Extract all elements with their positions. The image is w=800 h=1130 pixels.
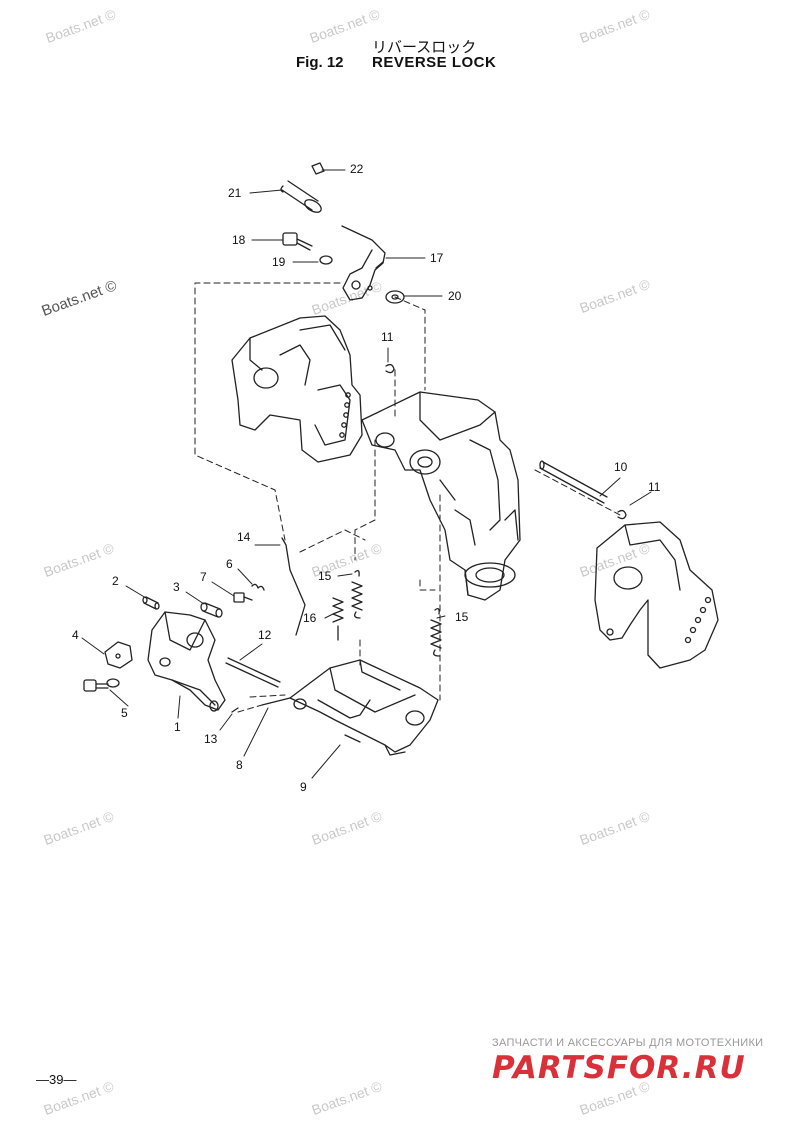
part-13-pin: [231, 707, 239, 713]
callout-10: 10: [614, 460, 628, 474]
callout-18: 18: [232, 233, 246, 247]
callout-7: 7: [200, 570, 207, 584]
callout-20: 20: [448, 289, 462, 303]
callout-4: 4: [72, 628, 79, 642]
part-3-collar: [200, 602, 223, 618]
callout-16: 16: [303, 611, 317, 625]
page-number: —39—: [36, 1072, 77, 1087]
part-12-shaft: [225, 657, 281, 688]
callout-22: 22: [350, 162, 364, 176]
clamp-bracket-left: [231, 315, 363, 463]
swivel-bracket: [361, 391, 521, 601]
callout-3: 3: [173, 580, 180, 594]
callout-5: 5: [121, 706, 128, 720]
part-5-bolt: [83, 678, 120, 692]
part-15-spring-upper: [351, 570, 363, 619]
part-15-spring-lower: [430, 608, 442, 657]
callout-leaders: [81, 169, 652, 779]
part-18-bolt: [282, 232, 313, 251]
part-4-plate: [104, 641, 133, 669]
part-10-bolt: [539, 460, 608, 504]
callout-15-upper: 15: [318, 569, 332, 583]
callout-13: 13: [204, 732, 218, 746]
part-16-spring: [332, 597, 344, 641]
figure-number: Fig. 12: [296, 54, 344, 71]
callout-15-lower: 15: [455, 610, 469, 624]
part-2-pin: [142, 596, 160, 610]
figure-title: REVERSE LOCK: [372, 54, 497, 71]
callout-21: 21: [228, 186, 242, 200]
part-11-clip: [385, 363, 395, 374]
callout-12: 12: [258, 628, 272, 642]
part-9-lock-frame: [289, 659, 439, 756]
part-20-washer: [385, 290, 405, 304]
callout-2: 2: [112, 574, 119, 588]
figure-title-japanese: リバースロック: [372, 38, 477, 56]
callout-6: 6: [226, 557, 233, 571]
part-19-washer: [319, 255, 333, 265]
callout-19: 19: [272, 255, 286, 269]
part-22-pin: [311, 162, 325, 175]
callout-17: 17: [430, 251, 444, 265]
callout-14: 14: [237, 530, 251, 544]
part-1-bracket: [147, 611, 226, 712]
part-11-clip-right: [617, 509, 627, 520]
part-7-bolt: [233, 592, 253, 603]
brand-logo-text: PARTSFOR.RU: [492, 1050, 746, 1086]
callout-11-right: 11: [648, 480, 661, 494]
part-6-spring: [251, 583, 265, 591]
callout-9: 9: [300, 780, 307, 794]
part-17-lever: [341, 225, 386, 301]
part-8-rod: [261, 697, 291, 706]
brand-subtitle: ЗАПЧАСТИ И АКСЕССУАРЫ ДЛЯ МОТОТЕХНИКИ: [492, 1037, 764, 1049]
part-21-grip: [280, 180, 322, 213]
part-14-rod: [281, 537, 306, 636]
callout-11-upper: 11: [381, 330, 394, 344]
assembly-guide-lines: [194, 282, 621, 713]
callout-8: 8: [236, 758, 243, 772]
clamp-bracket-right: [594, 521, 719, 669]
callout-1: 1: [174, 720, 181, 734]
